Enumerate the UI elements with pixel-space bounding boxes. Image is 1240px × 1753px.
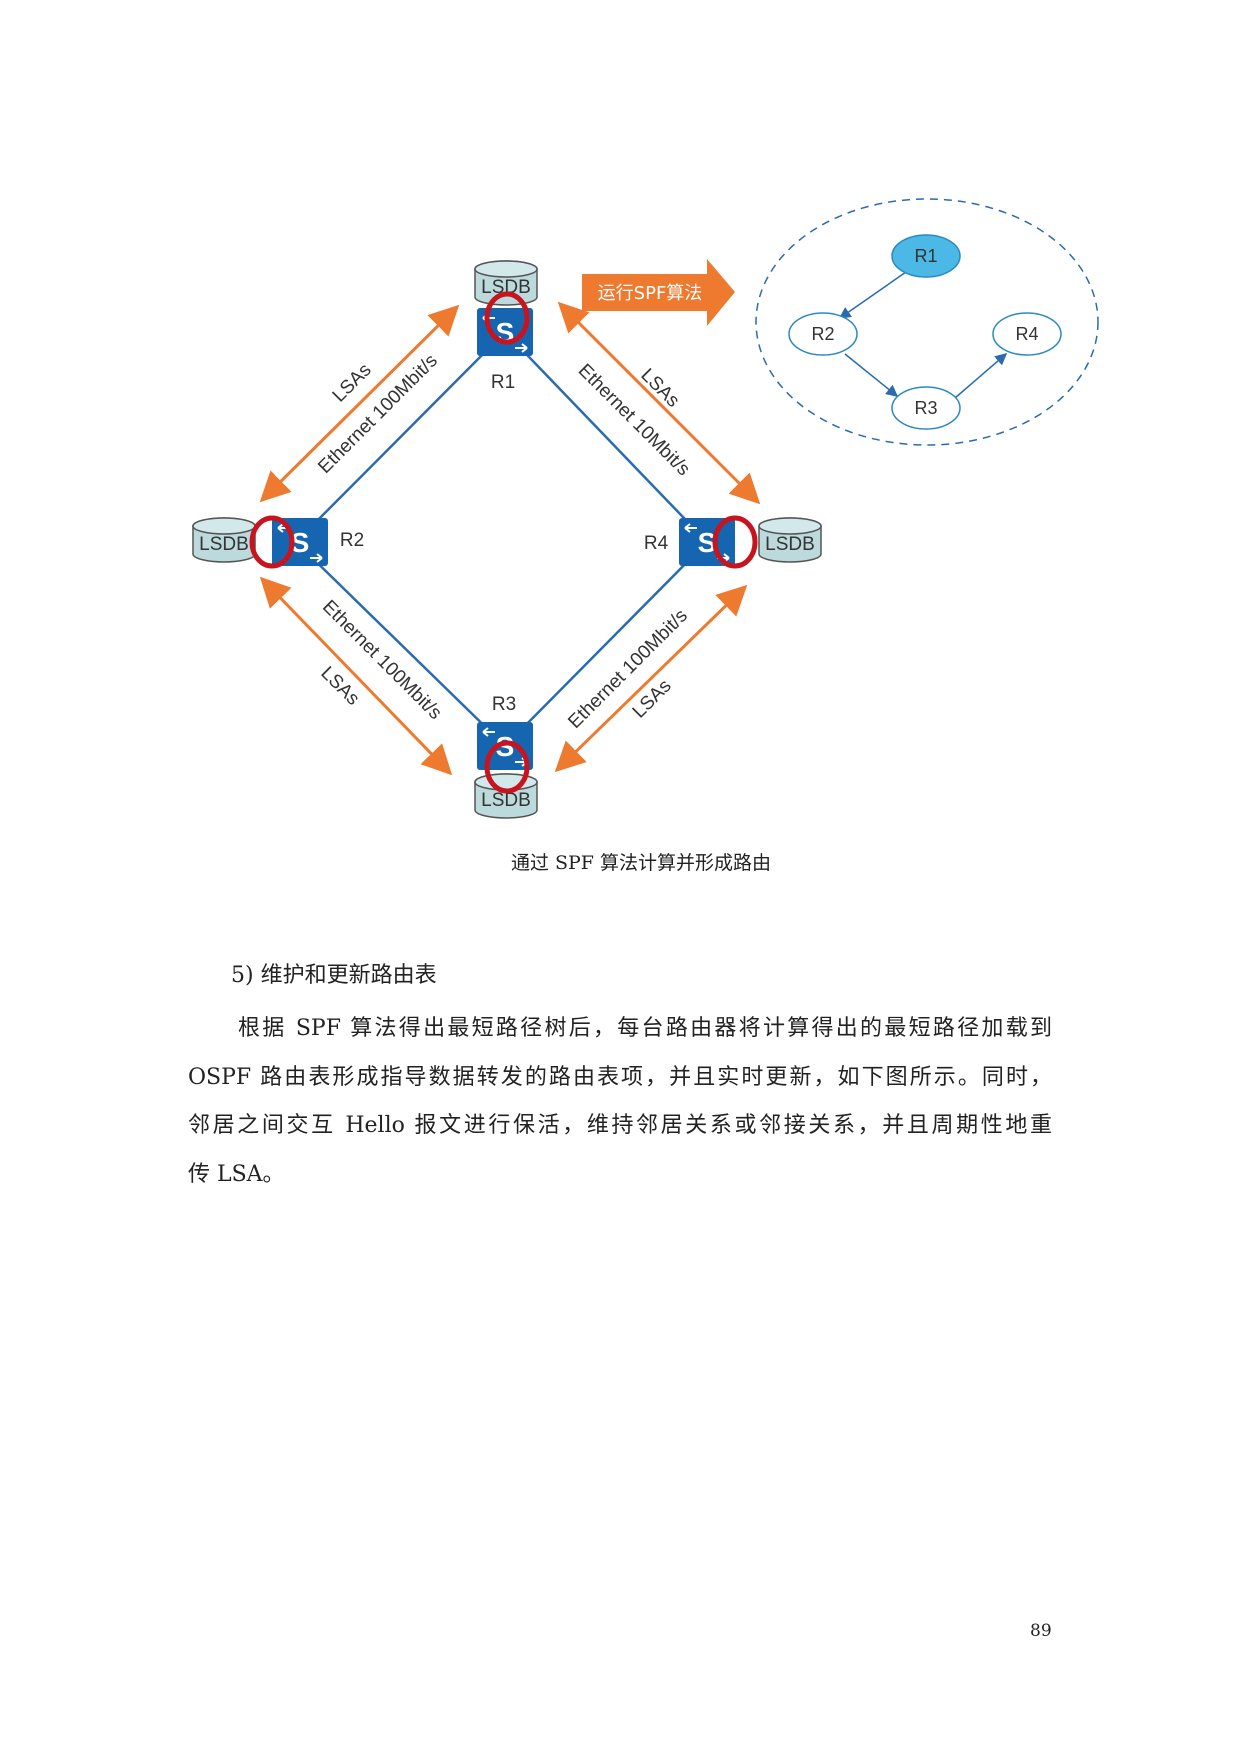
svg-text:运行SPF算法: 运行SPF算法 bbox=[598, 283, 703, 304]
tree-node-r3 bbox=[891, 386, 961, 430]
lsa-arrow-r1-r4 bbox=[557, 301, 761, 505]
lsdb-r4: LSDB bbox=[758, 517, 822, 563]
svg-text:LSDB: LSDB bbox=[481, 790, 531, 811]
body-paragraph: 根据 SPF 算法得出最短路径树后，每台路由器将计算得出的最短路径加载到 OSP… bbox=[188, 1011, 1052, 1206]
ospf-spf-diagram: S Ethernet 100Mbit/s LSAs Ethernet 10Mbi… bbox=[192, 198, 1099, 819]
lsdb-r2: LSDB bbox=[192, 517, 256, 563]
paragraph-line: 根据 SPF 算法得出最短路径树后，每台路由器将计算得出的最短路径加载到 bbox=[238, 1016, 1052, 1041]
lsas-label: LSAs bbox=[629, 676, 676, 723]
run-spf-arrow: 运行SPF算法 bbox=[582, 259, 735, 326]
svg-text:R3: R3 bbox=[914, 398, 937, 418]
section-heading: 5) 维护和更新路由表 bbox=[231, 963, 437, 988]
tree-node-r1 bbox=[891, 234, 961, 278]
router-label-r3: R3 bbox=[492, 694, 516, 715]
link-r2-r3 bbox=[295, 541, 506, 747]
lsas-label: LSAs bbox=[329, 360, 376, 407]
router-icon-r2 bbox=[271, 517, 329, 567]
spf-tree: R1 R2 R3 R4 bbox=[755, 198, 1099, 446]
paragraph-line: OSPF 路由表形成指导数据转发的路由表项，并且实时更新，如下图所示。同时， bbox=[188, 1064, 1052, 1090]
link-label-r3-r4: Ethernet 100Mbit/s bbox=[564, 605, 692, 733]
svg-text:LSDB: LSDB bbox=[765, 534, 815, 555]
svg-text:R4: R4 bbox=[1015, 324, 1038, 344]
svg-text:R2: R2 bbox=[811, 324, 834, 344]
lsa-arrow-r2-r3 bbox=[259, 576, 453, 776]
link-r1-r4 bbox=[504, 331, 708, 543]
lsa-arrow-r3-r4 bbox=[554, 584, 748, 773]
tree-node-r2 bbox=[788, 312, 858, 356]
lsas-label: LSAs bbox=[316, 663, 363, 710]
router-label-r4: R4 bbox=[644, 533, 669, 554]
sync-loop-icons bbox=[249, 291, 758, 794]
router-icon-r4 bbox=[678, 517, 736, 567]
lsa-arrow-r1-r2 bbox=[259, 304, 460, 503]
lsdb-r3: LSDB bbox=[474, 773, 538, 819]
paragraph-line: 传 LSA。 bbox=[188, 1162, 285, 1188]
svg-text:LSDB: LSDB bbox=[481, 277, 531, 298]
lsa-arrows bbox=[259, 301, 761, 776]
paragraph-line: 邻居之间交互 Hello 报文进行保活，维持邻居关系或邻接关系，并且周期性地重 bbox=[188, 1113, 1052, 1139]
router-label-r1: R1 bbox=[491, 372, 515, 393]
svg-text:LSDB: LSDB bbox=[199, 534, 249, 555]
tree-node-r4 bbox=[992, 312, 1062, 356]
svg-text:R1: R1 bbox=[914, 246, 937, 266]
lsdb-r1: LSDB bbox=[474, 260, 538, 306]
figure-caption: 通过 SPF 算法计算并形成路由 bbox=[510, 852, 772, 874]
link-r3-r4 bbox=[504, 541, 708, 747]
page-number: 89 bbox=[1030, 1621, 1052, 1641]
router-label-r2: R2 bbox=[340, 530, 364, 551]
